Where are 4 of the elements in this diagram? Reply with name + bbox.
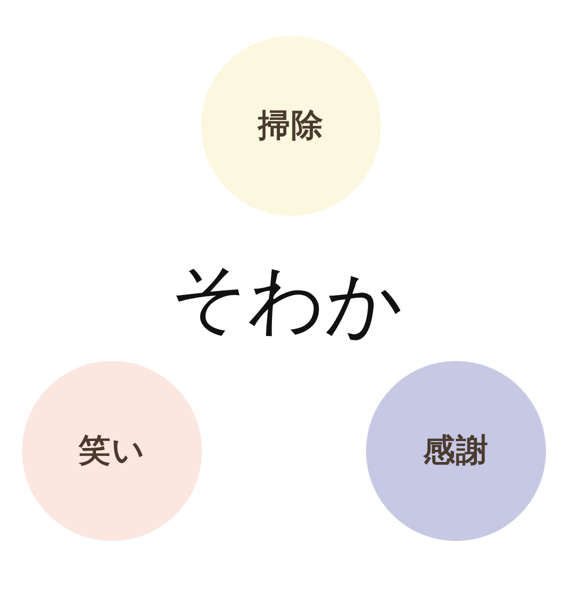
node-label: 感謝 [423, 430, 489, 471]
node-label: 掃除 [258, 105, 324, 146]
handwritten-title: そわか [167, 248, 407, 352]
node-label: 笑い [78, 430, 146, 471]
